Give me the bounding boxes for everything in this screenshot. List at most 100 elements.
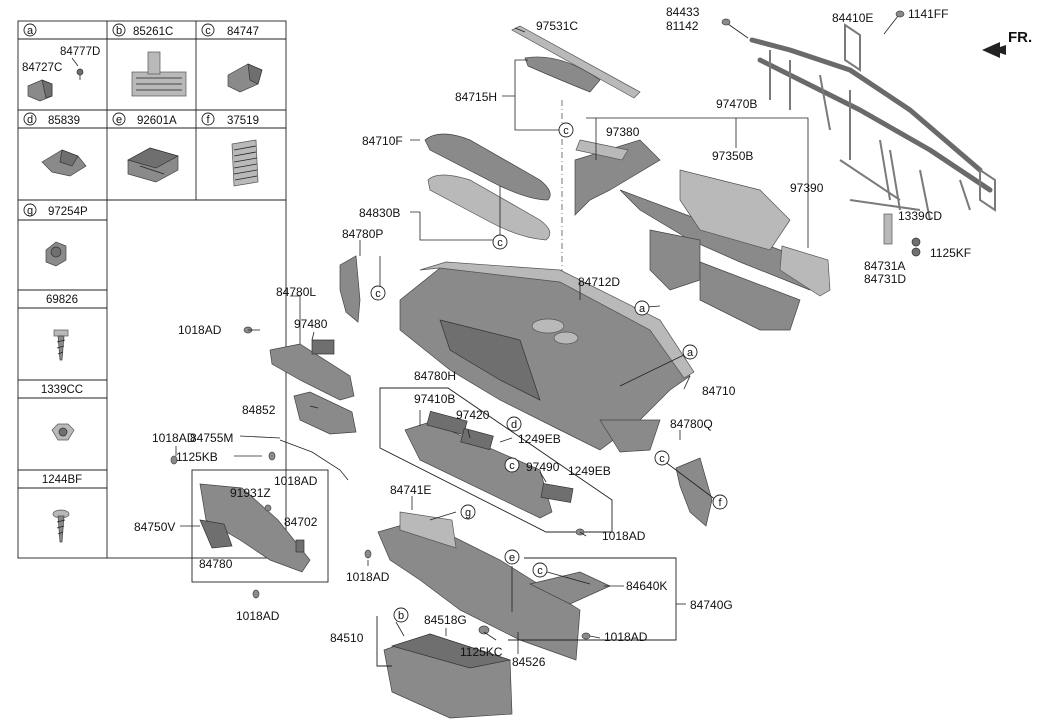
callout-84780H: 84780H — [414, 369, 456, 383]
callout-84780L: 84780L — [276, 285, 316, 299]
front-label: FR. — [1008, 29, 1032, 46]
callout-1018AD: 1018AD — [178, 323, 222, 337]
clip-84727c-icon — [27, 68, 84, 102]
ref-marker-f — [712, 494, 728, 510]
screw-1244bf-icon — [52, 509, 70, 543]
ref-marker-b — [393, 607, 409, 623]
vent-97480 — [311, 339, 335, 355]
legend-frame — [17, 20, 287, 559]
callout-1018AD: 1018AD — [274, 474, 318, 488]
callout-84640K: 84640K — [626, 579, 667, 593]
ref-marker-c — [370, 285, 386, 301]
callout-1125KF: 1125KF — [930, 246, 971, 260]
ref-marker-c-text: c — [509, 460, 515, 472]
legend-key-f-text: f — [206, 114, 210, 126]
nut-1339cd — [911, 237, 921, 247]
legend-key-d-text: d — [27, 114, 33, 126]
sensor-97254p-icon — [45, 241, 67, 267]
legend-key-e-text: e — [116, 114, 122, 126]
bracket-85261c-icon — [131, 51, 187, 97]
ref-marker-a-text: a — [639, 303, 646, 315]
center-group-frame — [379, 387, 613, 533]
leader-lines — [175, 27, 809, 654]
air-duct-assembly-97470b — [574, 139, 831, 331]
ref-marker-d-text: d — [511, 419, 517, 431]
cowl-cross-bar-84410e — [721, 10, 996, 257]
callout-1339CD: 1339CD — [898, 209, 942, 223]
callout-84710F: 84710F — [362, 134, 403, 148]
callout-84740G: 84740G — [690, 598, 733, 612]
callout-97410B: 97410B — [414, 392, 455, 406]
callout-97490: 97490 — [526, 460, 560, 474]
callout-97420: 97420 — [456, 408, 490, 422]
crash-pad-insert-84830b — [427, 174, 551, 241]
callout-1018AD: 1018AD — [236, 609, 280, 623]
callout-84852: 84852 — [242, 403, 276, 417]
callout-84715H: 84715H — [455, 90, 497, 104]
callout-1125KB: 1125KB — [176, 450, 218, 464]
ref-marker-g — [460, 504, 476, 520]
legend-key-c — [201, 23, 215, 37]
callout-84755M: 84755M — [190, 431, 233, 445]
bolt-1125kf — [911, 247, 921, 257]
legend-fastener-69826: 69826 — [46, 294, 78, 306]
legend-part-37519: 37519 — [227, 115, 259, 127]
bracket-84731a — [883, 213, 893, 245]
ref-marker-c — [504, 457, 520, 473]
ref-marker-d — [506, 416, 522, 432]
callout-84702: 84702 — [284, 515, 318, 529]
callout-97380: 97380 — [606, 125, 640, 139]
legend-key-a — [23, 23, 37, 37]
ref-marker-c — [492, 234, 508, 250]
legend-key-b-text: b — [116, 25, 122, 37]
callout-1018AD: 1018AD — [604, 630, 648, 644]
callout-84780: 84780 — [199, 557, 233, 571]
legend-key-g — [23, 203, 37, 217]
legend-key-f — [201, 112, 215, 126]
callout-97390: 97390 — [790, 181, 824, 195]
lower-panel-84740g — [364, 511, 677, 661]
ref-marker-a — [682, 344, 698, 360]
callout-84780P: 84780P — [342, 227, 383, 241]
ref-marker-a — [634, 300, 650, 316]
callout-84731D: 84731D — [864, 272, 906, 286]
callout-84780Q: 84780Q — [670, 417, 713, 431]
ref-marker-e — [504, 549, 520, 565]
callout-91931Z: 91931Z — [230, 486, 271, 500]
legend-table: a 84777D 84727C b 85261C c 84747 — [17, 20, 287, 559]
legend-fastener-1244BF: 1244BF — [42, 474, 82, 486]
legend-part-92601A: 92601A — [137, 115, 177, 127]
callout-84433: 84433 — [666, 5, 700, 19]
nut-1339cc-icon — [51, 423, 75, 441]
part-callouts: 84433 81142 84410E 1141FF 97531C 84715H … — [134, 5, 971, 669]
legend-part-85261C: 85261C — [133, 26, 173, 38]
speaker-grille-84715h — [524, 56, 601, 93]
ref-marker-a-text: a — [687, 347, 694, 359]
callout-1125KC: 1125KC — [460, 645, 503, 659]
legend-sub-84777D: 84777D — [60, 46, 100, 58]
legend-key-c-text: c — [205, 25, 211, 37]
ref-marker-b-text: b — [398, 610, 404, 622]
callout-97470B: 97470B — [716, 97, 757, 111]
crash-pad-main-84710 — [399, 261, 695, 453]
lower-trim-84852 — [293, 391, 357, 435]
front-direction-arrow: FR. — [982, 29, 1032, 58]
callout-1018AD: 1018AD — [346, 570, 390, 584]
trim-84780l — [269, 343, 355, 401]
ref-marker-e-text: e — [509, 552, 515, 564]
legend-key-b — [112, 23, 126, 37]
callout-97480: 97480 — [294, 317, 328, 331]
ref-marker-c — [654, 450, 670, 466]
legend-key-a-text: a — [27, 25, 34, 37]
callout-97531C: 97531C — [536, 19, 578, 33]
clip-85839-icon — [41, 149, 87, 177]
ref-marker-c-text: c — [563, 125, 569, 137]
callout-97350B: 97350B — [712, 149, 753, 163]
callout-84510: 84510 — [330, 631, 364, 645]
callout-84710: 84710 — [702, 384, 736, 398]
callout-84410E: 84410E — [832, 11, 873, 25]
callout-84526: 84526 — [512, 655, 546, 669]
ref-marker-f-text: f — [718, 497, 722, 509]
callout-84518G: 84518G — [424, 613, 467, 627]
ref-marker-c-text: c — [497, 237, 503, 249]
